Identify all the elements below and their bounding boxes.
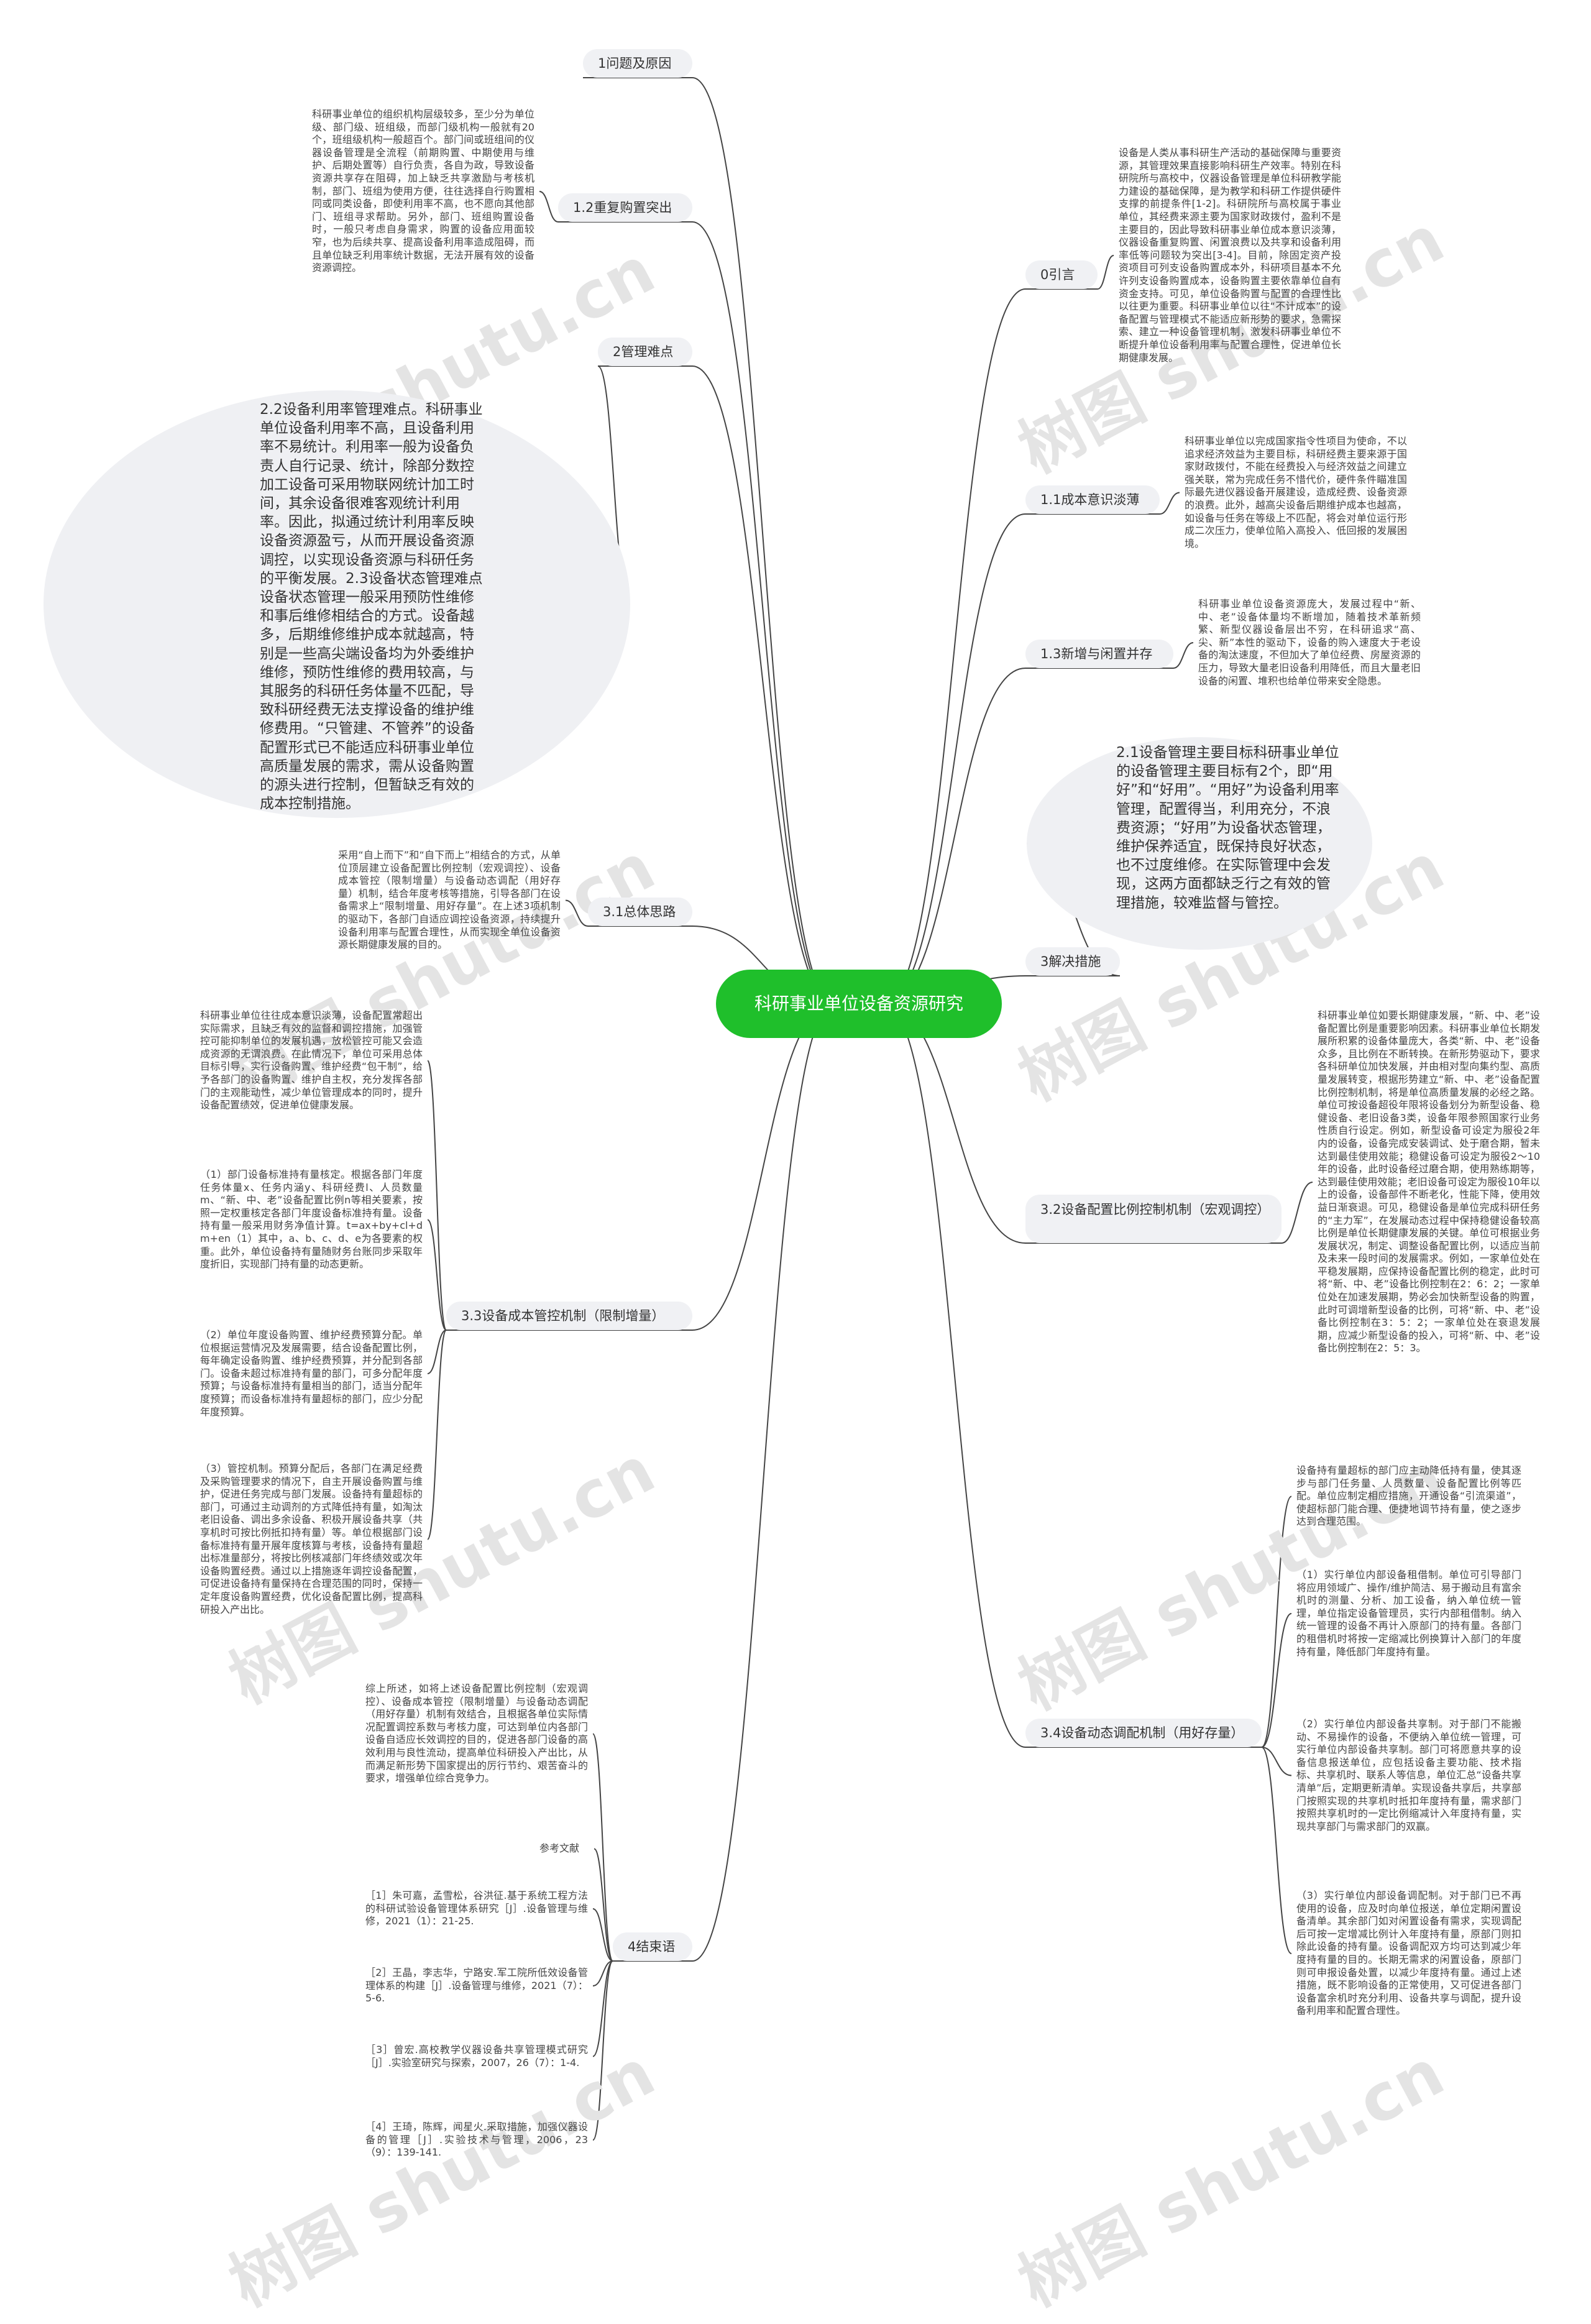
note-cost-awareness: 科研事业单位以完成国家指令性项目为使命，不以追求经济效益为主要目标，科研经费主要…: [1185, 435, 1407, 549]
branch-duplicate-purchase[interactable]: 1.2重复购置突出: [558, 193, 692, 222]
connector-b4-n4a: [592, 1733, 613, 1962]
note-new-and-idle: 科研事业单位设备资源庞大，发展过程中“新、中、老”设备体量均不断增加，随着技术革…: [1198, 598, 1421, 687]
connector-b4: [692, 1003, 835, 1962]
connector-b1: [692, 77, 835, 1004]
connector-b31-n31: [565, 899, 589, 927]
note-budget-allocation: （2）单位年度设备购置、维护经费预算分配。单位根据运营情况及发展需要，结合设备配…: [200, 1329, 423, 1418]
branch-conclusion[interactable]: 4结束语: [613, 1932, 692, 1961]
note-standard-holding: （1）部门设备标准持有量核定。根据各部门年度任务体量x、任务内涵y、科研经费l、…: [200, 1169, 423, 1270]
connector-b11-n11: [1159, 492, 1180, 515]
branch-new-and-idle[interactable]: 1.3新增与闲置并存: [1025, 640, 1173, 668]
connector-b4-n4e: [592, 1960, 613, 2057]
connector-b13-n13: [1173, 642, 1194, 669]
reference-item-1: ［1］朱可嘉，孟雪松，谷洪征.基于系统工程方法的科研试验设备管理体系研究［J］.…: [365, 1890, 588, 1927]
branch-overall-idea[interactable]: 3.1总体思路: [588, 898, 692, 926]
connector-b32: [883, 1003, 1026, 1244]
bubble-utilization-text: 2.2设备利用率管理难点。科研事业单位设备利用率不高，且设备利用率不易统计。利用…: [260, 402, 483, 812]
connector-b0: [883, 288, 1026, 1004]
root-topic[interactable]: 科研事业单位设备资源研究: [716, 970, 1002, 1038]
note-internal-transfer: （3）实行单位内部设备调配制。对于部门已不再使用的设备，应及时向单位报送，单位定…: [1296, 1890, 1521, 2017]
connector-b34-n34c: [1261, 1747, 1292, 1776]
bubble-goals-text: 2.1设备管理主要目标科研事业单位的设备管理主要目标有2个，即“用好”和“好用”…: [1116, 745, 1339, 911]
connector-b13: [883, 668, 1026, 1004]
note-internal-sharing: （2）实行单位内部设备共享制。对于部门不能搬动、不易操作的设备，不便纳入单位统一…: [1296, 1718, 1521, 1832]
note-conclusion-summary: 综上所述，如将上述设备配置比例控制（宏观调控）、设备成本管控（限制增量）与设备动…: [365, 1683, 588, 1784]
reference-item-3: ［3］曾宏.高校教学仪器设备共享管理模式研究［J］.实验室研究与探索，2007，…: [365, 2044, 588, 2069]
branch-cost-control[interactable]: 3.3设备成本管控机制（限制增量）: [446, 1302, 692, 1330]
connector-b2: [692, 365, 835, 1004]
connector-b33-n33b: [427, 1219, 447, 1331]
connector-b33: [692, 1003, 835, 1331]
connector-b34-n34d: [1261, 1747, 1292, 1954]
connector-b33-n33c: [427, 1330, 447, 1374]
note-references-heading: 参考文献: [539, 1842, 580, 1854]
connector-b4-n4c: [592, 1908, 613, 1962]
reference-item-2: ［2］王晶，李志华，宁路安.军工院所低效设备管理体系的构建［J］.设备管理与维修…: [365, 1967, 588, 2005]
note-overall-idea: 采用“自上而下”和“自下而上”相结合的方式，从单位顶层建立设备配置比例控制（宏观…: [338, 849, 561, 951]
note-internal-leasing: （1）实行单位内部设备租借制。单位可引导部门将应用领域广、操作/维护简洁、易于搬…: [1296, 1569, 1521, 1658]
connector-lines: [427, 77, 1313, 2141]
connector-b0-n0: [1097, 255, 1114, 290]
note-cost-control-intro: 科研事业单位往往成本意识淡薄，设备配置常超出实际需求，且缺乏有效的监督和调控措施…: [200, 1009, 423, 1111]
branch-management-difficulties[interactable]: 2管理难点: [598, 338, 692, 366]
connector-b4-n4b: [594, 1848, 613, 1962]
connector-b12-n12: [539, 191, 559, 223]
connector-b32-n32: [1281, 1182, 1313, 1244]
connector-b33-n33a: [427, 1060, 447, 1331]
connector-b34: [883, 1003, 1026, 1748]
reference-item-4: ［4］王琦，陈辉，闻星火.采取措施，加强仪器设备的管理［J］.实验技术与管理，2…: [365, 2121, 588, 2159]
connector-b34-n34b: [1261, 1613, 1292, 1748]
connector-b33-n33d: [427, 1330, 447, 1540]
connector-b34-n34a: [1261, 1495, 1292, 1748]
branch-introduction[interactable]: 0引言: [1025, 260, 1098, 289]
bubble-management-goals: [1027, 737, 1372, 950]
connector-b12: [692, 221, 835, 1004]
note-dynamic-allocation-intro: 设备持有量超标的部门应主动降低持有量，使其逐步与部门任务量、人员数量、设备配置比…: [1296, 1464, 1521, 1528]
note-config-ratio: 科研事业单位如要长期健康发展，“新、中、老”设备配置比例是重要影响因素。科研事业…: [1318, 1009, 1540, 1354]
connector-b4-n4f: [592, 1960, 613, 2141]
connector-b4-n4d: [592, 1960, 613, 1986]
note-introduction: 设备是人类从事科研生产活动的基础保障与重要资源，其管理效果直接影响科研生产效率。…: [1119, 147, 1341, 364]
note-control-mechanism: （3）管控机制。预算分配后，各部门在满足经费及采购管理要求的情况下，自主开展设备…: [200, 1463, 423, 1615]
branch-config-ratio-control[interactable]: 3.2设备配置比例控制机制（宏观调控）: [1025, 1195, 1282, 1243]
branch-solutions[interactable]: 3解决措施: [1025, 947, 1120, 976]
branch-weak-cost-awareness[interactable]: 1.1成本意识淡薄: [1025, 485, 1160, 514]
connector-b11: [883, 513, 1026, 1004]
branch-dynamic-allocation[interactable]: 3.4设备动态调配机制（用好存量）: [1025, 1719, 1262, 1747]
bubble-utilization-difficulty: [44, 390, 630, 818]
branch-problems-causes[interactable]: 1问题及原因: [583, 49, 692, 78]
note-duplicate-purchase: 科研事业单位的组织机构层级较多，至少分为单位级、部门级、班组级，而部门级机构一般…: [312, 108, 534, 274]
